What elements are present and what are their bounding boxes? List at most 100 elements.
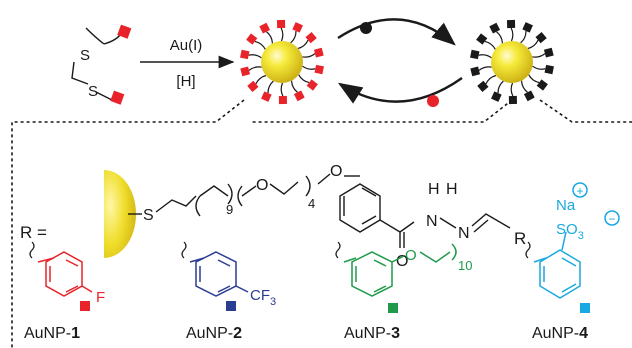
sodium-label: Na [556, 197, 576, 214]
ligand-chain [254, 40, 266, 50]
red-square-marker [313, 47, 324, 58]
ligand-chain [527, 39, 539, 50]
peg-repeat-4: 4 [308, 196, 315, 211]
label-aunp-3: AuNP-3 [344, 325, 400, 342]
substituent-4 [525, 182, 620, 299]
ligand-chain [478, 54, 492, 59]
gold-core [491, 41, 533, 83]
reagent-gold: Au(I) [170, 37, 203, 54]
red-square-marker [292, 22, 303, 33]
ligand-chain [497, 80, 504, 93]
ligand-chain [478, 66, 492, 71]
red-square-marker [293, 90, 305, 102]
fluoro-label: F [96, 289, 105, 306]
black-square-marker [470, 66, 481, 77]
ligand-chain [485, 74, 497, 85]
hydrazide-nitrogen: N [426, 213, 438, 230]
black-square-marker [489, 22, 501, 34]
label-aunp-1: AuNP-1 [24, 325, 80, 342]
black-square-marker [477, 80, 489, 93]
substituent-1 [29, 241, 93, 297]
red-square-marker [247, 80, 259, 93]
red-square-marker [110, 90, 125, 105]
red-square-marker [261, 91, 272, 102]
reduction-arrow: Au(I) [H] [140, 37, 235, 90]
red-square-marker [117, 24, 132, 39]
ligand-chain [280, 27, 284, 42]
ligand-chain [302, 53, 316, 58]
chain-length-10: 10 [458, 258, 472, 273]
black-square-marker [535, 31, 547, 44]
red-square-marker [314, 64, 324, 75]
ligand-sulfur: S [143, 207, 154, 224]
ligand-structure: S 9 O 4 O O H H N N R [104, 163, 526, 270]
carbonyl-oxygen: O [396, 253, 408, 270]
ligand-chain [248, 66, 262, 71]
ligand-chain [290, 31, 297, 44]
cyan-square-marker [580, 303, 590, 313]
ligand-chain [532, 53, 546, 58]
red-reagent-dot [427, 95, 439, 107]
green-square-marker [388, 303, 398, 313]
imine-nitrogen: N [458, 225, 470, 242]
zoom-callout [11, 99, 632, 348]
ligand-chain [298, 74, 310, 84]
black-square-marker [544, 64, 554, 75]
blue-square-marker [226, 301, 236, 311]
ligand-chain [520, 31, 527, 44]
ether-oxygen: O [256, 177, 268, 194]
black-square-marker [491, 91, 502, 102]
black-square-marker [543, 47, 554, 58]
ligand-chain [266, 31, 274, 44]
cf3-label: CF3 [250, 287, 276, 308]
black-square-marker [536, 79, 548, 91]
substituent-3 [335, 241, 457, 297]
disulfide-structure: S S [71, 24, 132, 105]
plus-charge: + [576, 184, 583, 198]
black-square-marker [508, 95, 518, 105]
ligand-chain [267, 80, 274, 93]
ligand-chain [302, 65, 316, 70]
r-equals-label: R = [20, 223, 47, 242]
black-square-marker [470, 49, 480, 60]
label-aunp-4: AuNP-4 [532, 325, 588, 342]
ligand-chain [484, 40, 496, 50]
sulfur-atom-1: S [80, 47, 90, 64]
ligand-chain [528, 74, 540, 84]
nanoparticle-black [470, 19, 554, 105]
nanoparticle-red [240, 19, 324, 105]
sulfur-atom-2: S [88, 83, 98, 100]
black-square-marker [523, 90, 535, 102]
black-square-marker [476, 33, 488, 45]
label-aunp-2: AuNP-2 [186, 325, 242, 342]
ligand-chain [255, 74, 267, 85]
ligand-chain [510, 82, 514, 97]
red-square-marker [80, 301, 90, 311]
red-square-marker [305, 31, 317, 44]
black-reagent-dot [360, 22, 372, 34]
ligand-chain [280, 82, 284, 97]
ligand-chain [297, 39, 309, 50]
ligand-chain [520, 80, 528, 93]
black-square-marker [506, 19, 516, 29]
phenoxy-oxygen: O [330, 163, 342, 180]
red-square-marker [259, 22, 271, 34]
sulfonate-label: SO3 [556, 221, 584, 242]
ligand-chain [248, 54, 262, 59]
black-square-marker [522, 22, 533, 33]
ligand-chain [496, 31, 504, 44]
red-square-marker [246, 33, 258, 45]
red-square-marker [276, 19, 286, 29]
red-square-marker [306, 79, 318, 91]
nh-hydrogen-2: H [446, 181, 458, 198]
chain-repeat-9: 9 [226, 202, 233, 217]
nh-hydrogen-1: H [428, 181, 440, 198]
exchange-cycle [337, 18, 463, 107]
minus-charge: − [608, 212, 615, 226]
ligand-chain [290, 80, 298, 93]
gold-surface [104, 170, 136, 258]
red-square-marker [240, 66, 251, 77]
ligand-chain [510, 27, 514, 42]
ether-oxygen-green: O [405, 247, 417, 264]
